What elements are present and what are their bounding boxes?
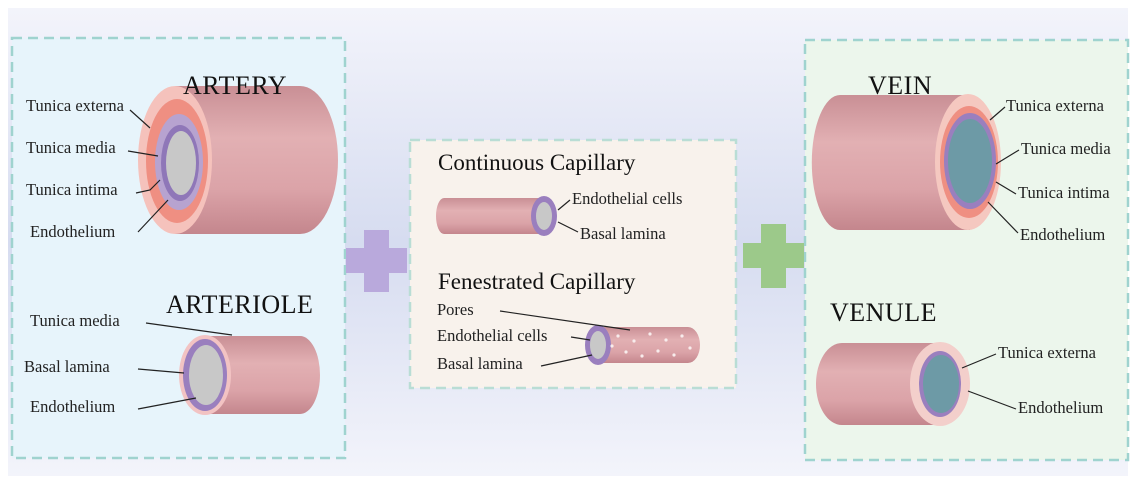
venule-label-endothelium: Endothelium (1018, 400, 1103, 417)
vein-label-tunica-externa: Tunica externa (1006, 98, 1104, 115)
venule-vessel (816, 342, 970, 426)
venule-title: VENULE (830, 300, 937, 326)
arteriole-label-tunica-media: Tunica media (30, 313, 120, 330)
continuous-label-basal-lamina: Basal lamina (580, 226, 666, 243)
fenestrated-label-endothelial-cells: Endothelial cells (437, 328, 547, 345)
vein-label-tunica-intima: Tunica intima (1018, 185, 1110, 202)
artery-label-tunica-intima: Tunica intima (26, 182, 118, 199)
vein-label-tunica-media: Tunica media (1021, 141, 1111, 158)
fenestrated-label-basal-lamina: Basal lamina (437, 356, 523, 373)
vein-label-endothelium: Endothelium (1020, 227, 1105, 244)
arteriole-vessel (179, 335, 320, 415)
fenestrated-capillary-title: Fenestrated Capillary (438, 270, 635, 293)
artery-title: ARTERY (183, 73, 287, 99)
artery-label-tunica-externa: Tunica externa (26, 98, 124, 115)
fenestrated-capillary-vessel (585, 325, 700, 365)
continuous-capillary-vessel (436, 196, 557, 236)
arteriole-title: ARTERIOLE (166, 292, 313, 318)
continuous-capillary-title: Continuous Capillary (438, 151, 635, 174)
artery-label-tunica-media: Tunica media (26, 140, 116, 157)
artery-label-endothelium: Endothelium (30, 224, 115, 241)
arteriole-label-basal-lamina: Basal lamina (24, 359, 110, 376)
vein-title: VEIN (868, 73, 932, 99)
fenestrated-label-pores: Pores (437, 302, 474, 319)
artery-vessel (138, 86, 338, 234)
arteriole-label-endothelium: Endothelium (30, 399, 115, 416)
continuous-label-endothelial-cells: Endothelial cells (572, 191, 682, 208)
vein-vessel (812, 94, 1001, 230)
venule-label-tunica-externa: Tunica externa (998, 345, 1096, 362)
